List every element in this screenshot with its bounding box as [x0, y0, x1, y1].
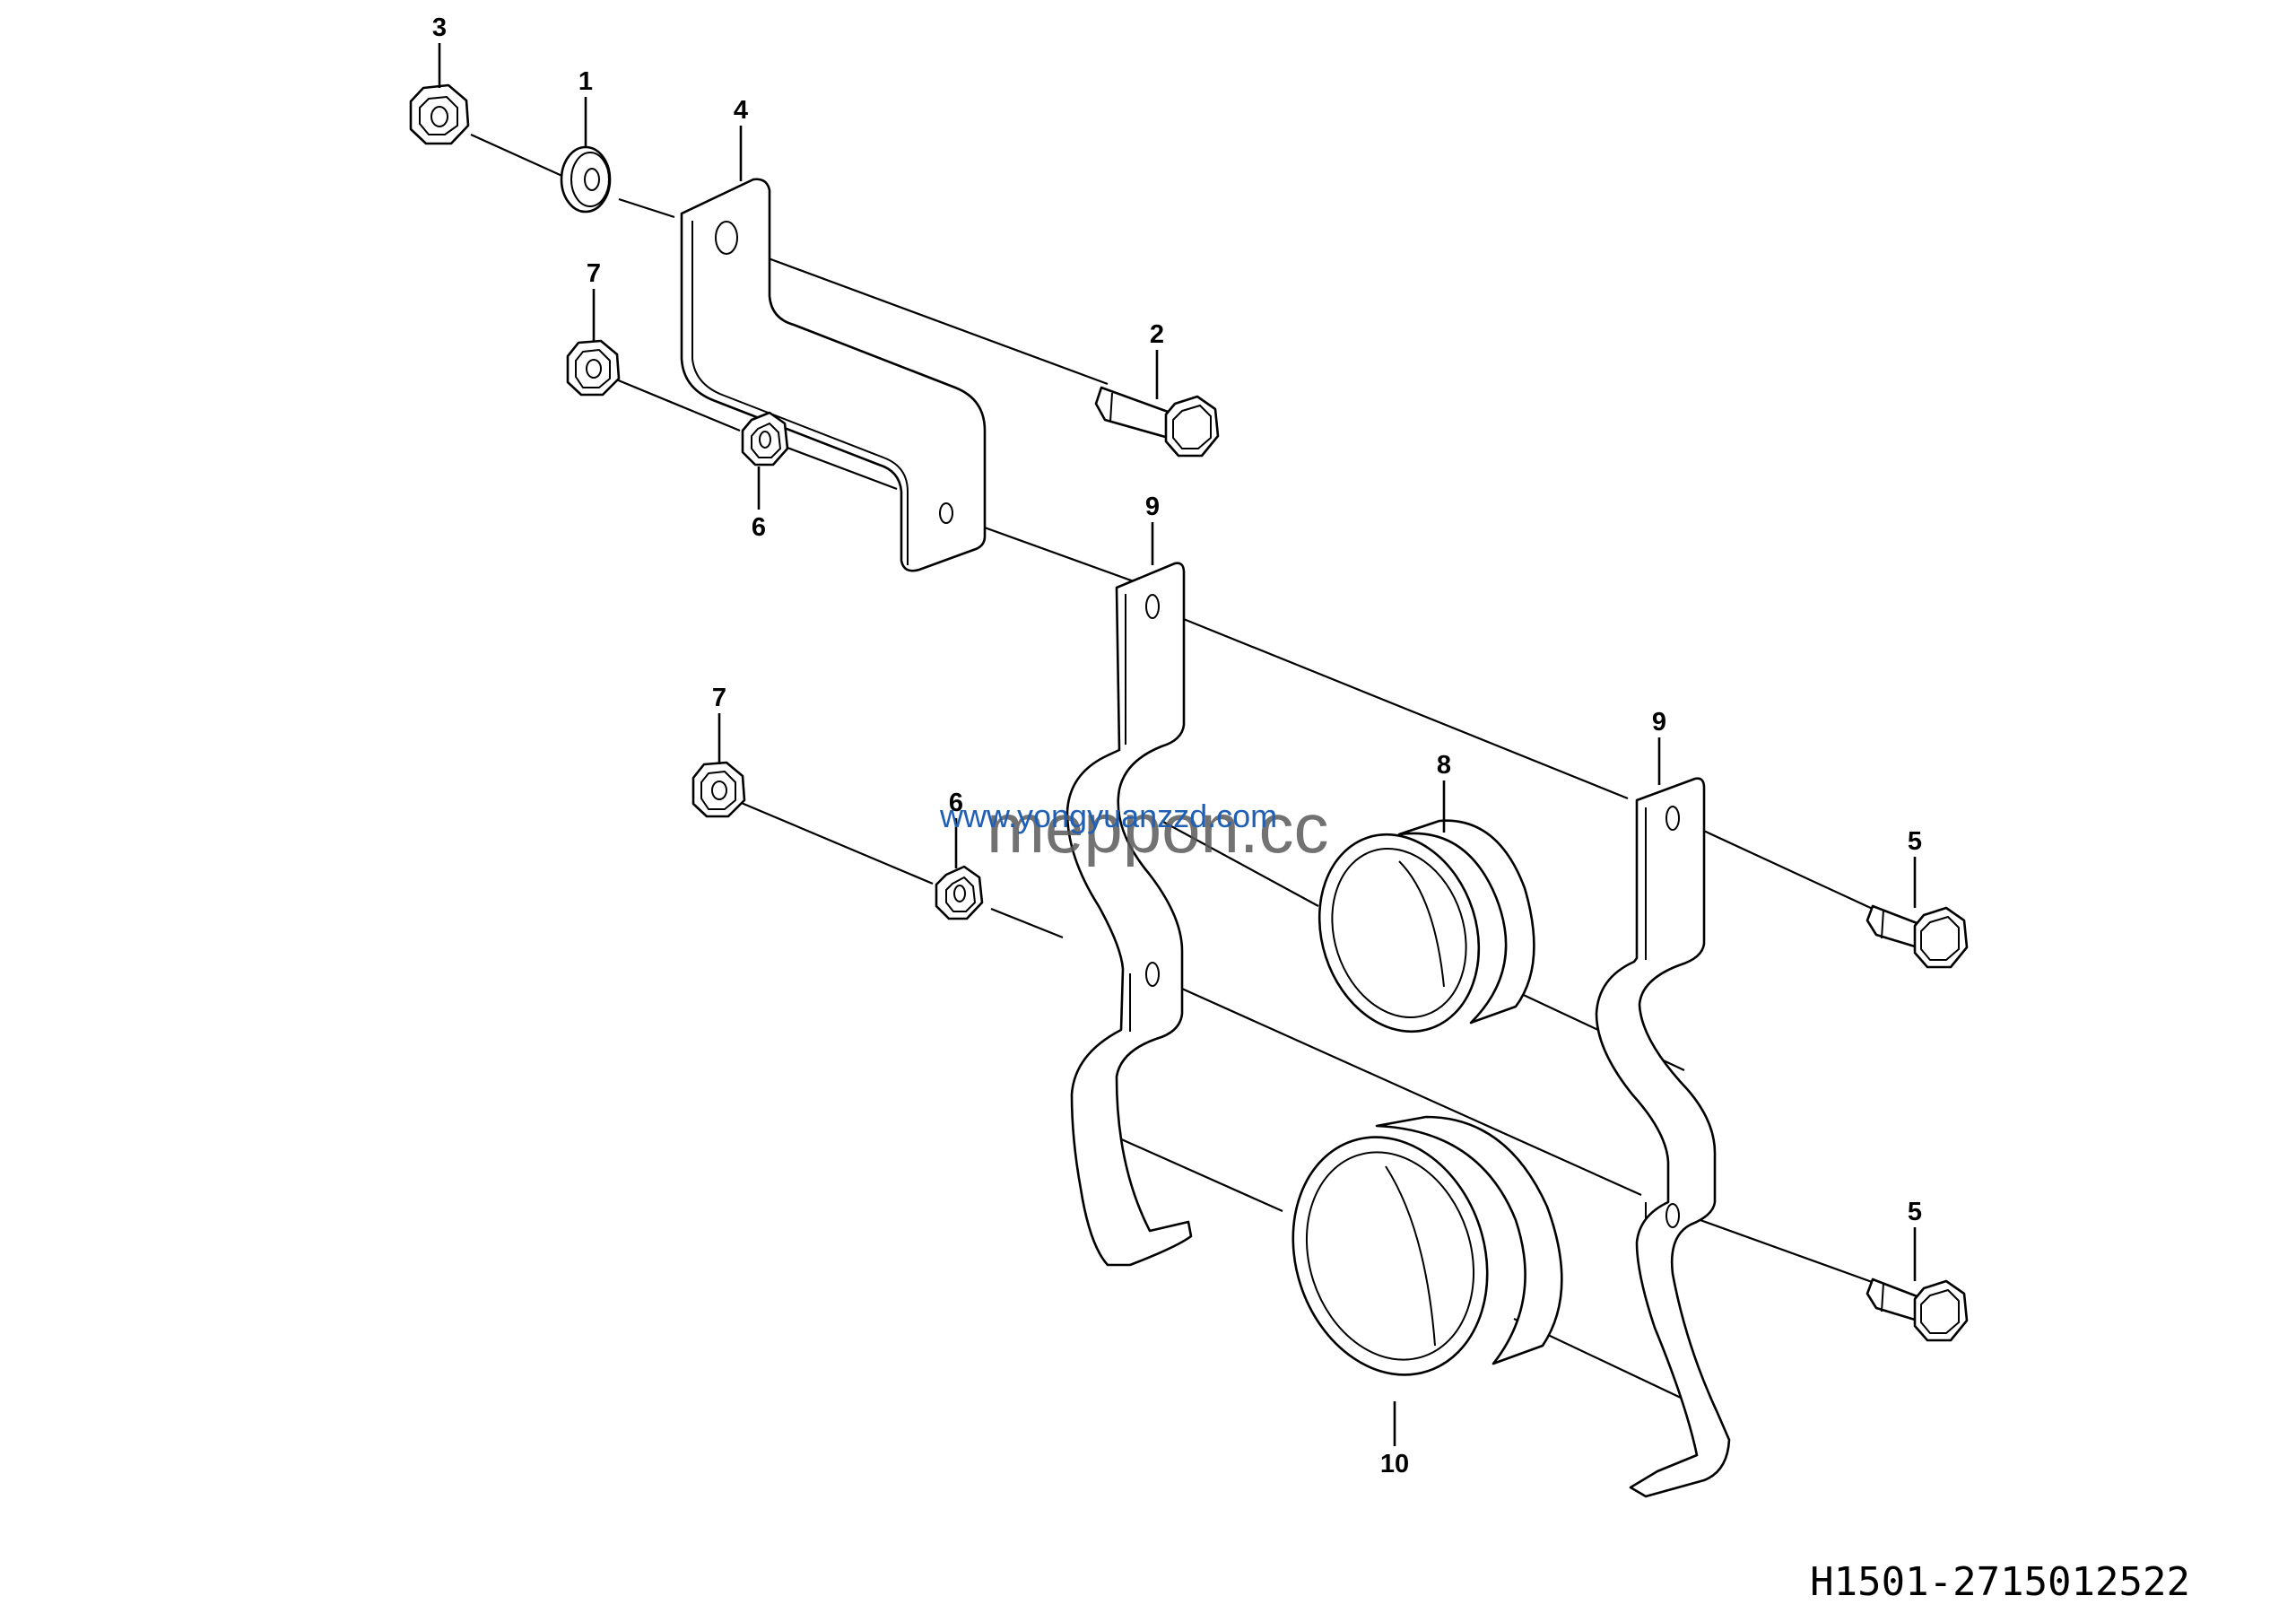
callout-10: 10	[1380, 1450, 1409, 1478]
part-6-lock-washer-upper	[741, 411, 789, 467]
callout-3: 3	[432, 13, 447, 42]
part-3-hex-nut	[409, 83, 470, 145]
part-2-bolt	[1094, 386, 1220, 458]
callout-4: 4	[734, 96, 748, 125]
callout-9-right: 9	[1652, 708, 1666, 737]
part-9-clamp-strap-right	[1595, 777, 1731, 1498]
callout-1: 1	[578, 67, 593, 96]
part-10-rubber-sleeve	[1292, 1115, 1563, 1376]
callout-5-lower: 5	[1908, 1198, 1922, 1226]
watermark: meppon.cc www.yongyuanzzd.com	[939, 789, 1329, 868]
callout-7-upper: 7	[587, 259, 601, 288]
leader-lines	[438, 43, 1917, 1446]
part-5-bolt-lower	[1866, 1278, 1969, 1342]
part-4-offset-bracket	[680, 178, 987, 572]
callout-9-left: 9	[1145, 493, 1160, 521]
watermark-gray: meppon.cc	[987, 789, 1329, 868]
assembly-lines	[470, 133, 1875, 1414]
watermark-blue: www.yongyuanzzd.com	[939, 798, 1277, 834]
part-6-lock-washer-lower	[935, 865, 984, 920]
callout-2: 2	[1150, 320, 1164, 349]
callout-6-upper: 6	[752, 513, 766, 542]
callout-8: 8	[1437, 751, 1451, 780]
part-1-washer	[560, 145, 612, 214]
part-5-bolt-upper	[1866, 904, 1969, 969]
part-7-hex-nut-upper	[566, 339, 621, 397]
part-9-clamp-strap-left	[1065, 562, 1193, 1267]
drawing-number: H1501-2715012522	[1810, 1559, 2190, 1605]
callout-6-lower: 6	[949, 789, 963, 817]
part-8-rubber-sleeve	[1318, 819, 1535, 1033]
callout-7-lower: 7	[712, 684, 726, 712]
part-7-hex-nut-lower	[691, 761, 746, 818]
callout-5-upper: 5	[1908, 827, 1922, 856]
callout-labels: 3 1 4 2 7 6 9 7 6 8 9 5 5 10	[432, 13, 1922, 1478]
